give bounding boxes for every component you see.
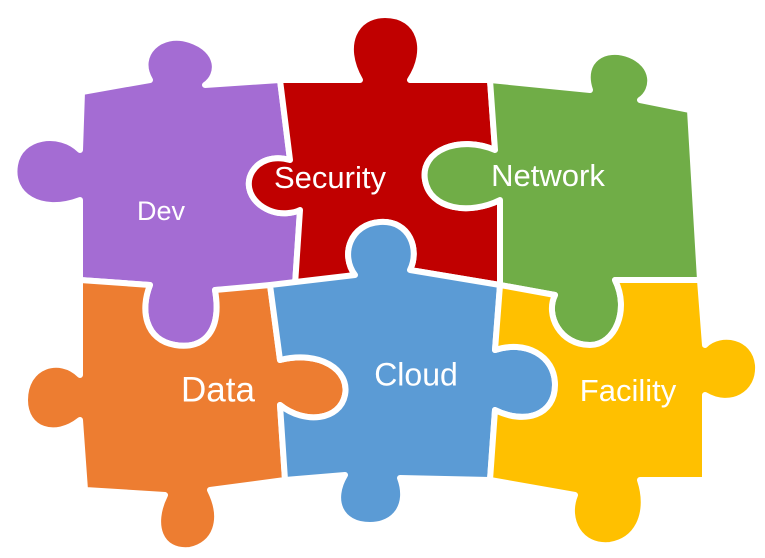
- dev-label: Dev: [137, 196, 186, 226]
- security-piece: Security: [245, 12, 503, 288]
- network-label: Network: [491, 158, 605, 193]
- facility-piece-shape: [487, 277, 762, 549]
- security-label: Security: [274, 160, 386, 195]
- data-label: Data: [181, 370, 255, 409]
- facility-label: Facility: [580, 373, 677, 408]
- cloud-label: Cloud: [374, 356, 458, 392]
- facility-piece: Facility: [487, 277, 762, 549]
